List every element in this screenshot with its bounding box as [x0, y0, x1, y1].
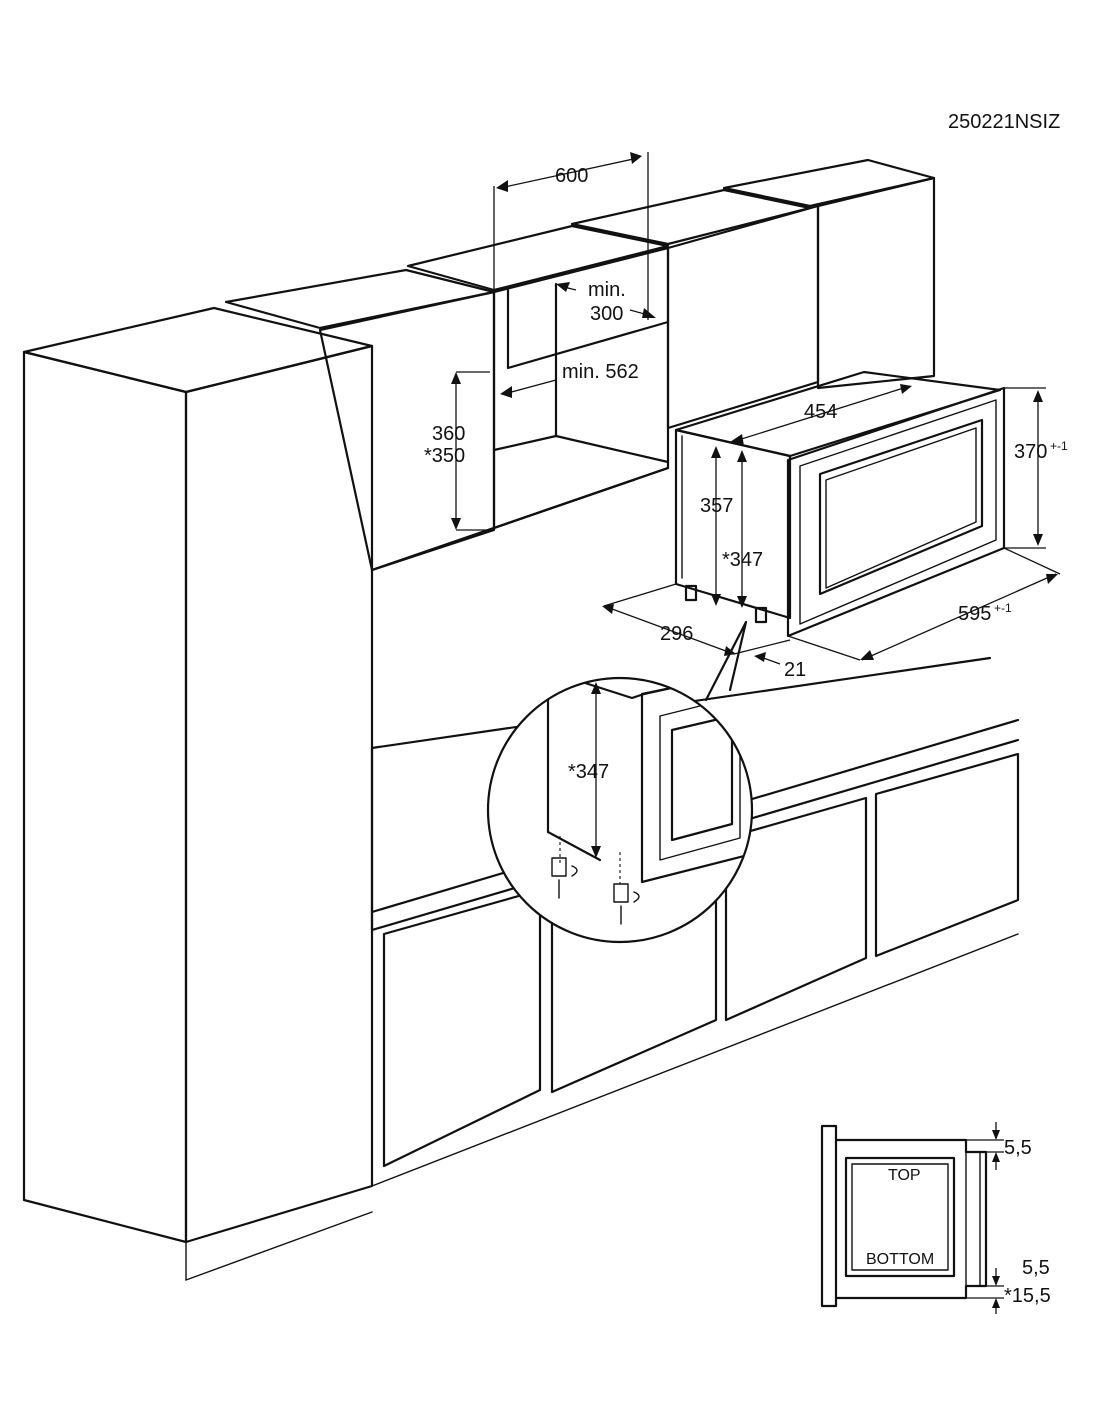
dim-niche-height-star: *350 [424, 445, 465, 467]
label-top: TOP [888, 1167, 921, 1184]
dim-front-width-tol: +-1 [994, 601, 1012, 615]
dim-gap-bottom-star: *15,5 [1004, 1285, 1051, 1307]
dim-niche-width: 600 [555, 165, 588, 187]
dim-body-depth: 296 [660, 623, 693, 645]
dim-gap-bottom: 5,5 [1022, 1257, 1050, 1279]
microwave-unit [674, 370, 1006, 638]
dim-min-562: min. 562 [562, 361, 639, 383]
dim-body-height-star: *347 [722, 549, 763, 571]
dim-min-label: min. [588, 279, 626, 301]
dim-gap-top: 5,5 [1004, 1137, 1032, 1159]
gap-detail [820, 1122, 1004, 1314]
dim-front-width: 595 [958, 603, 991, 625]
label-bottom: BOTTOM [866, 1251, 934, 1268]
dim-detail-height: *347 [568, 761, 609, 783]
dim-front-height: 370 [1014, 441, 1047, 463]
dimension-lines [451, 152, 1061, 858]
tall-cabinet [22, 306, 374, 1281]
dim-niche-height: 360 [432, 423, 465, 445]
drawing-code: 250221NSIZ [948, 111, 1060, 133]
dim-body-height: 357 [700, 495, 733, 517]
dim-min-300: 300 [590, 303, 623, 325]
detail-callout [486, 620, 754, 944]
dim-depth-top: 454 [804, 401, 837, 423]
dim-front-height-tol: +-1 [1050, 439, 1068, 453]
dim-front-offset: 21 [784, 659, 806, 681]
